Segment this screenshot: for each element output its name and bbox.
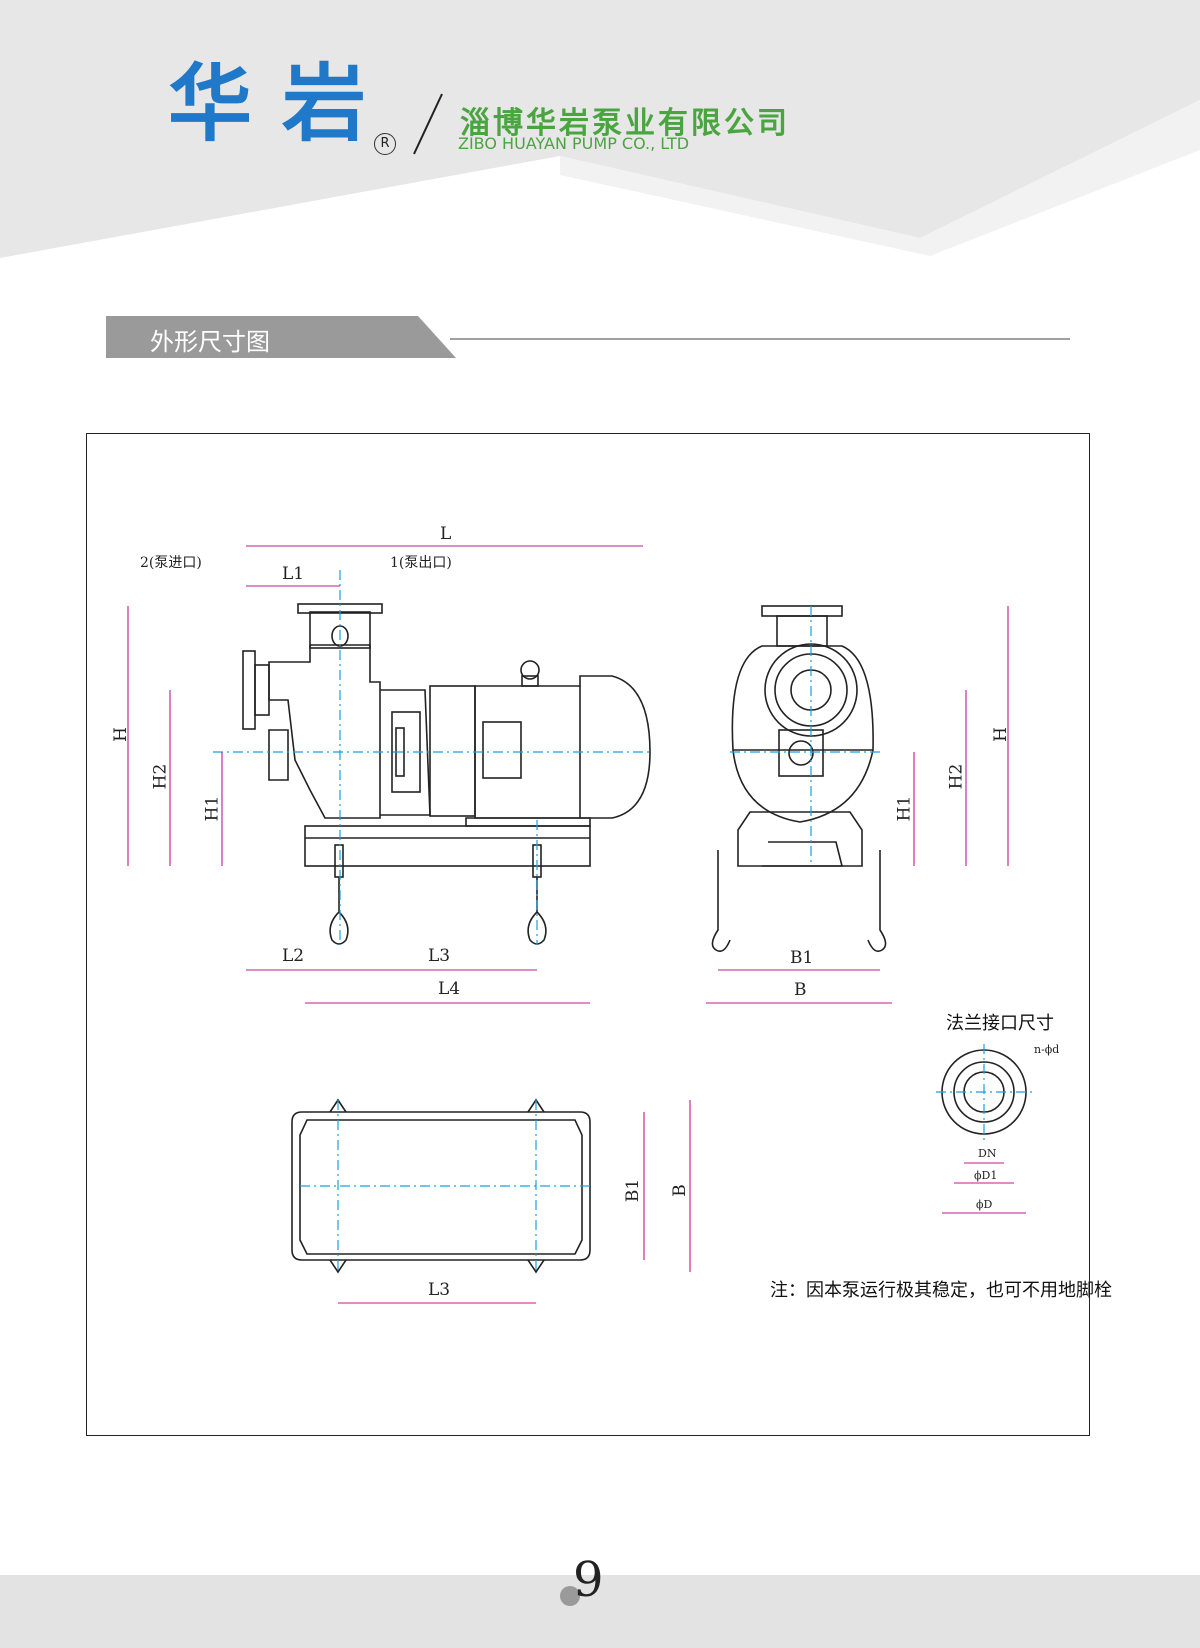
plan-view-outline: [291, 1098, 591, 1274]
label-nominal-diameter: DN: [978, 1147, 997, 1160]
section-title: 外形尺寸图: [150, 328, 270, 356]
label-end-shaft-center-height: H1: [894, 795, 915, 822]
label-base-length: L4: [438, 979, 461, 999]
dimension-lines: [127, 545, 1026, 1304]
label-bolt-holes: n-ϕd: [1034, 1043, 1060, 1056]
label-shaft-center-height: H1: [202, 795, 223, 822]
label-outlet-port: 1(泵出口): [390, 555, 452, 571]
label-lug-spacing: L3: [428, 946, 451, 966]
label-overall-length: L: [440, 524, 452, 544]
registered-mark: R: [374, 133, 396, 155]
label-flange-outer-diameter: ϕD: [976, 1198, 993, 1211]
footer-bar: [0, 1575, 1200, 1648]
dimension-drawing: [127, 545, 1032, 1304]
page-number: 9: [573, 1552, 604, 1608]
label-bolt-circle: ϕD1: [974, 1169, 998, 1182]
side-view-outline: [242, 603, 651, 945]
company-name-en: ZIBO HUAYAN PUMP CO., LTD: [458, 134, 690, 153]
logo-divider-slash: [413, 93, 443, 155]
label-end-inner-width: B1: [790, 948, 814, 968]
label-flange-center-height: H2: [150, 763, 171, 790]
label-inlet-offset: L1: [282, 564, 305, 584]
label-plan-outer-width: B: [669, 1184, 690, 1197]
installation-note: 注：因本泵运行极其稳定，也可不用地脚栓: [770, 1280, 1112, 1301]
company-name-cn: 淄博华岩泵业有限公司: [460, 106, 790, 141]
label-base-offset: L2: [282, 946, 305, 966]
brand-logo-text: 华岩: [168, 55, 397, 153]
label-plan-lug-spacing: L3: [428, 1280, 451, 1300]
label-height: H: [110, 727, 131, 742]
centerlines: [213, 570, 1032, 1272]
label-end-flange-center-height: H2: [946, 763, 967, 790]
header-background: [0, 0, 1200, 260]
label-end-outer-width: B: [794, 980, 807, 1000]
drawing-frame: [86, 433, 1090, 1436]
page-number-dot: [560, 1586, 580, 1606]
section-divider: [450, 338, 1070, 340]
label-plan-inner-width: B1: [623, 1178, 644, 1203]
section-title-background: [106, 316, 456, 358]
flange-dimension-title: 法兰接口尺寸: [946, 1013, 1054, 1034]
label-inlet-port: 2(泵进口): [140, 555, 202, 571]
end-view-outline: [711, 605, 887, 953]
label-end-height: H: [990, 727, 1011, 742]
